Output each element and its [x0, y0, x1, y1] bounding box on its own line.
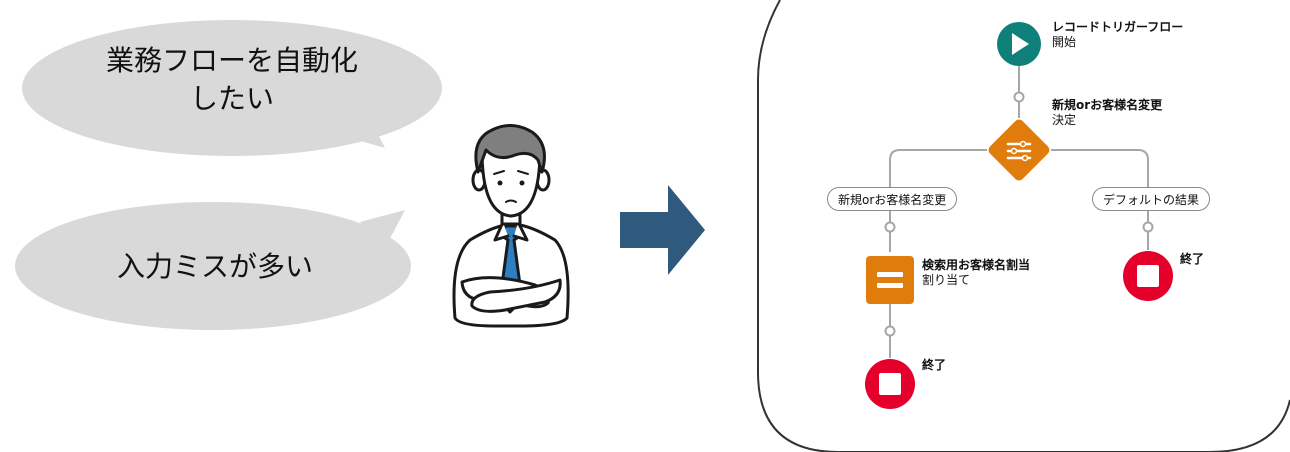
right-arrow-icon: [620, 185, 705, 275]
start-node-icon: [997, 22, 1041, 66]
bubble-top-line2: したい: [62, 80, 402, 118]
branch-label-right[interactable]: デフォルトの結果: [1092, 187, 1210, 211]
assignment-node-title: 検索用お客様名割当: [922, 258, 1030, 273]
decision-node-label: 新規orお客様名変更 決定: [1052, 98, 1162, 128]
assignment-node-icon: [866, 256, 914, 304]
bubble-bottom-text: 入力ミスが多い: [40, 248, 390, 286]
decision-node-icon: [986, 117, 1051, 182]
decision-node-title: 新規orお客様名変更: [1052, 98, 1162, 113]
end-node-right-label: 終了: [1180, 252, 1204, 267]
end-node-right-icon: [1123, 251, 1173, 301]
bubble-top-line1: 業務フローを自動化: [62, 42, 402, 80]
start-node-label: レコードトリガーフロー 開始: [1052, 20, 1183, 50]
branch-label-left[interactable]: 新規orお客様名変更: [827, 187, 957, 211]
person-illustration: [454, 125, 568, 326]
bubble-top-text: 業務フローを自動化 したい: [62, 42, 402, 118]
start-node-subtitle: 開始: [1052, 35, 1076, 49]
end-node-left-icon: [865, 359, 915, 409]
end-node-left-label: 終了: [922, 358, 946, 373]
start-node-title: レコードトリガーフロー: [1052, 20, 1183, 35]
decision-node-subtitle: 決定: [1052, 113, 1076, 127]
assignment-node-label: 検索用お客様名割当 割り当て: [922, 258, 1030, 288]
flow-frame: [758, 0, 1290, 452]
assignment-node-subtitle: 割り当て: [922, 273, 970, 287]
